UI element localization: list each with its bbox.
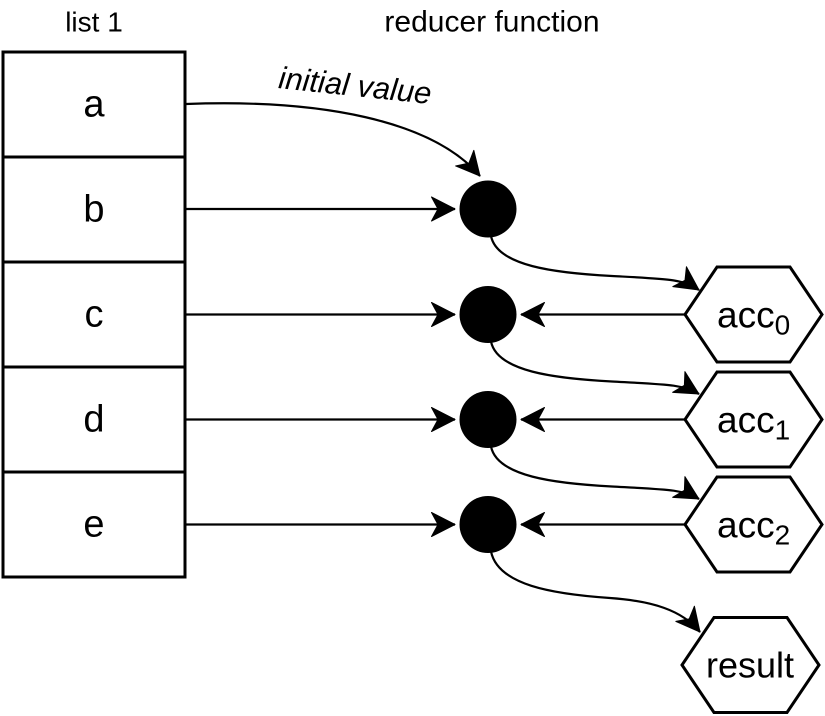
node-to-acc-arrow: [489, 235, 700, 291]
node-to-acc-arrow: [489, 446, 700, 500]
list-cell-c: c: [85, 294, 104, 336]
reducer-node: [459, 496, 517, 553]
initial-value-arrow: [185, 102, 481, 177]
hexagon-shape: [683, 265, 824, 364]
result-hexagon: result: [680, 616, 821, 714]
node-to-acc-arrow: [489, 341, 700, 395]
list-title: list 1: [65, 7, 123, 38]
hexagon-shape: [683, 475, 824, 574]
list-cell-a: a: [83, 84, 105, 126]
reducer-function-title: reducer function: [384, 6, 599, 39]
reducer-node: [459, 391, 517, 448]
initial-value-label: initial value: [277, 60, 433, 111]
acc1-label: acc1: [717, 399, 790, 445]
list-cell-e: e: [83, 504, 104, 546]
reducer-node: [459, 180, 517, 238]
hexagon-shape: [683, 370, 824, 469]
list-box-outline: [1, 50, 187, 579]
acc0-label: acc0: [717, 294, 790, 340]
hexagon-shape: [680, 616, 821, 714]
list-cell-d: d: [83, 399, 104, 441]
result-label: result: [706, 645, 794, 686]
list-cell-b: b: [83, 189, 104, 231]
acc2-label: acc2: [717, 504, 790, 550]
acc1-hexagon: acc1: [683, 370, 824, 469]
node-to-result-arrow: [489, 551, 701, 633]
acc0-hexagon: acc0: [683, 265, 824, 364]
acc2-hexagon: acc2: [683, 475, 824, 574]
list-box: a b c d e: [1, 50, 187, 579]
reducer-node: [459, 286, 517, 343]
